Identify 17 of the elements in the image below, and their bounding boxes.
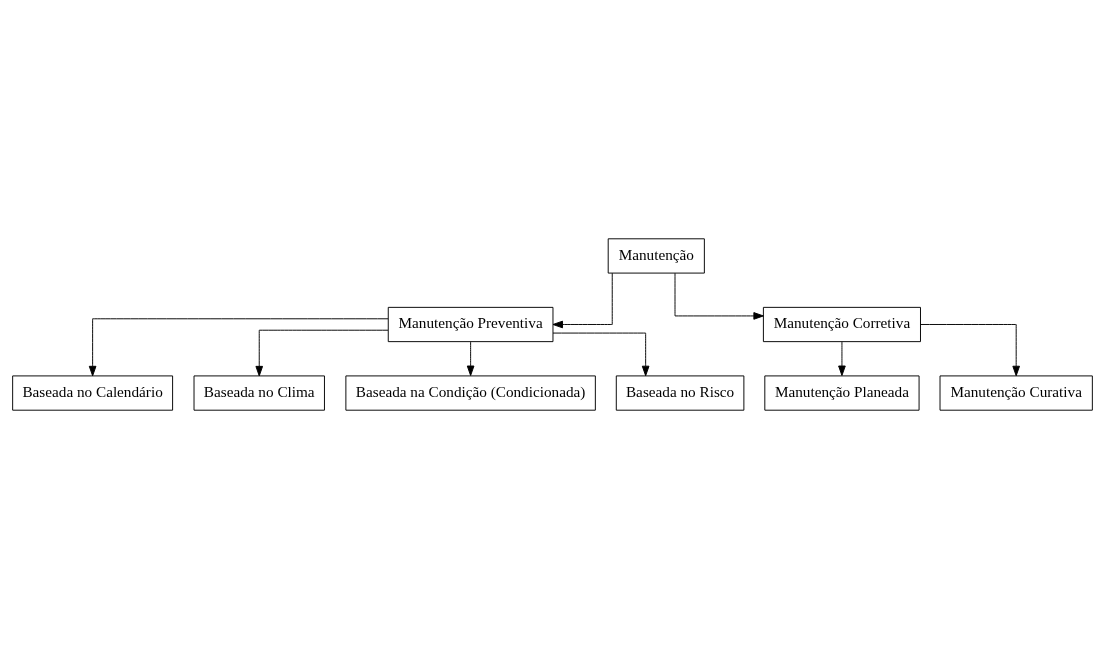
node-box: Baseada no Calendário [12,374,174,411]
node-box: Manutenção [607,237,705,274]
node-box: Manutenção Corretiva [762,306,921,342]
arrow [552,332,650,376]
arrow [255,329,389,376]
node-box: Baseada no Clima [193,374,325,411]
arrow [552,272,613,328]
node-box: Baseada na Condição (Condicionada) [345,374,596,411]
node-box: Manutenção Curativa [939,374,1093,411]
node-box: Manutenção Preventiva [387,306,554,342]
arrow [466,340,475,376]
node-box: Baseada no Risco [615,374,745,411]
arrow [88,317,389,376]
node-box: Manutenção Planeada [764,374,920,411]
arrow [920,323,1020,376]
arrow [674,272,764,320]
arrow [838,340,846,376]
